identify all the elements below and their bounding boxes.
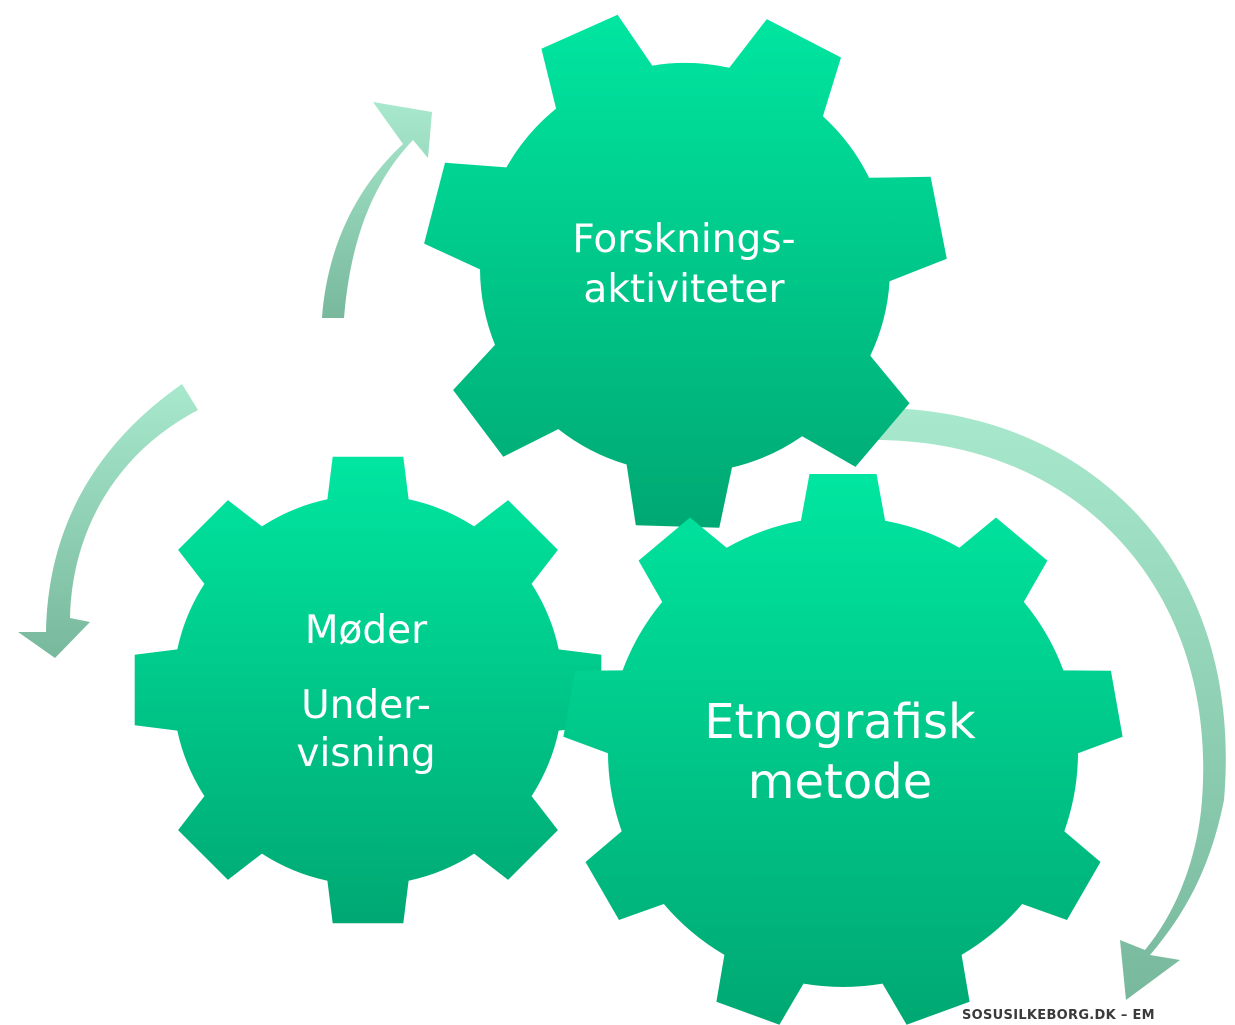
arrow-left-down (18, 384, 198, 658)
gear-research (424, 14, 947, 528)
gear-research-label-line1: Forsknings- (572, 217, 795, 262)
gear-meetings-label-line1: Møder (305, 608, 428, 653)
gear-ethno-label-line1: Etnografisk (704, 694, 976, 750)
gear-ethno-body (563, 474, 1123, 1025)
gear-meetings-label-line3: visning (296, 731, 435, 776)
gear-research-body (424, 14, 947, 528)
gear-meetings-body (134, 456, 602, 924)
arrow-right-down (872, 407, 1226, 1001)
gear-research-label-line2: aktiviteter (583, 267, 785, 312)
gear-ethno (563, 474, 1123, 1025)
footer-text: SOSUSILKEBORG.DK – EM (962, 1008, 1155, 1023)
arrow-up-left (322, 102, 432, 318)
gear-meetings-label-line2: Under- (301, 683, 431, 728)
gear-ethno-label-line2: metode (748, 754, 932, 810)
gear-meetings (134, 456, 602, 924)
